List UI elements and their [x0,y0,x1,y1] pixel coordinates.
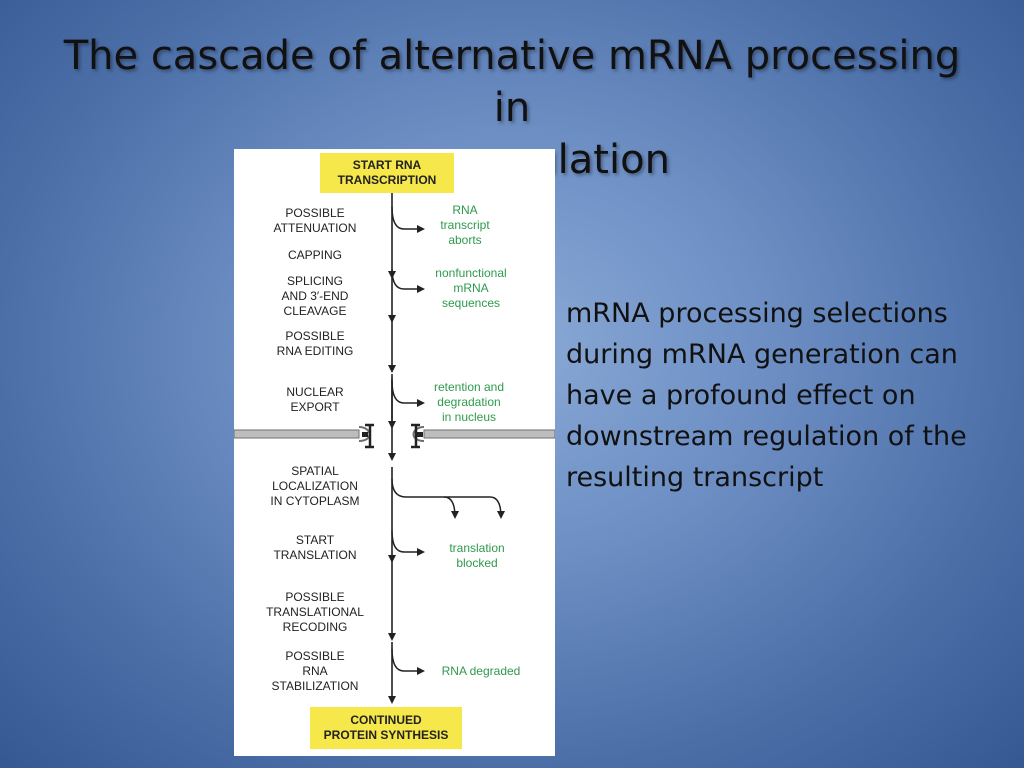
start-box-line-1: START RNA [352,158,422,172]
continued-protein-synthesis-box: CONTINUED PROTEIN SYNTHESIS [310,707,462,749]
end-box-line-1: CONTINUED [350,713,422,727]
nuclear-membrane [234,423,555,449]
step-label: NUCLEAR [286,385,344,399]
step-label: EXPORT [290,400,340,414]
step-label: TRANSLATIONAL [266,605,364,619]
step-label: STABILIZATION [271,679,359,693]
outcome-rna-degraded: RNA degraded [426,664,536,679]
start-box-line-2: TRANSCRIPTION [337,173,437,187]
outcome-nonfunctional-mrna: nonfunctional mRNA sequences [416,266,526,311]
step-spatial-localization: SPATIAL LOCALIZATION IN CYTOPLASM [240,464,390,509]
step-label: POSSIBLE [285,206,345,220]
step-capping: CAPPING [240,248,390,263]
outcome-label: translation [449,541,505,555]
outcome-label: in nucleus [441,410,497,424]
outcome-label: transcript [440,218,490,232]
branch-arrow-nonfunctional [391,268,425,293]
step-label: LOCALIZATION [272,479,358,493]
step-label: POSSIBLE [285,649,345,663]
step-rna-editing: POSSIBLE RNA EDITING [240,329,390,359]
start-transcription-box: START RNA TRANSCRIPTION [320,153,454,193]
step-label: SPATIAL [291,464,339,478]
branch-arrow-transcript-aborts [391,206,425,233]
cascade-diagram: START RNA TRANSCRIPTION POSSIBLE ATTENUA… [234,149,555,756]
branch-arrow-translation-blocked [391,530,425,556]
outcome-label: mRNA [453,281,489,295]
outcome-label: blocked [456,556,498,570]
step-rna-stabilization: POSSIBLE RNA STABILIZATION [240,649,390,694]
branch-arrow-rna-degraded [391,648,425,675]
step-label: AND 3′-END [281,289,349,303]
step-label: POSSIBLE [285,590,345,604]
pore-right [412,426,425,442]
membrane-left [234,429,360,439]
cascade-diagram-graphics [234,192,555,704]
outcome-label: sequences [441,296,501,310]
branch-arrow-retention [391,380,425,407]
membrane-right [423,429,555,439]
step-label: POSSIBLE [285,329,345,343]
outcome-label: nonfunctional [435,266,507,280]
step-label: START [295,533,335,547]
slide-description: mRNA processing selections during mRNA g… [566,298,967,493]
step-label: CAPPING [287,248,342,262]
step-label: SPLICING [286,274,343,288]
step-start-translation: START TRANSLATION [240,533,390,563]
outcome-retention-degradation: retention and degradation in nucleus [414,380,524,425]
branch-arrow-localization-2 [444,496,505,519]
step-attenuation: POSSIBLE ATTENUATION [240,206,390,236]
pore-complex-right [411,423,420,449]
step-label: ATTENUATION [273,221,357,235]
slide-title-line-1: The cascade of alternative mRNA processi… [63,33,961,131]
outcome-label: RNA degraded [441,664,521,678]
step-label: RNA [302,664,328,678]
outcome-transcript-aborts: RNA transcript aborts [410,203,520,248]
step-nuclear-export: NUCLEAR EXPORT [240,385,390,415]
step-label: RECODING [282,620,348,634]
outcome-translation-blocked: translation blocked [422,541,532,571]
outcome-label: retention and [433,380,505,394]
step-label: CLEAVAGE [283,304,347,318]
outcome-label: RNA [452,203,478,217]
end-box-line-2: PROTEIN SYNTHESIS [323,728,449,742]
outcome-label: degradation [437,395,501,409]
step-label: RNA EDITING [276,344,354,358]
pore-complex-left [365,423,374,449]
step-label: TRANSLATION [273,548,357,562]
pore-knob-left [362,432,368,437]
slide-title: The cascade of alternative mRNA processi… [40,30,984,186]
step-label: IN CYTOPLASM [270,494,360,508]
branch-arrow-localization-1 [391,478,459,519]
pore-knob-right [417,432,423,437]
outcome-label: aborts [448,233,482,247]
step-translational-recoding: POSSIBLE TRANSLATIONAL RECODING [240,590,390,635]
step-splicing: SPLICING AND 3′-END CLEAVAGE [240,274,390,319]
